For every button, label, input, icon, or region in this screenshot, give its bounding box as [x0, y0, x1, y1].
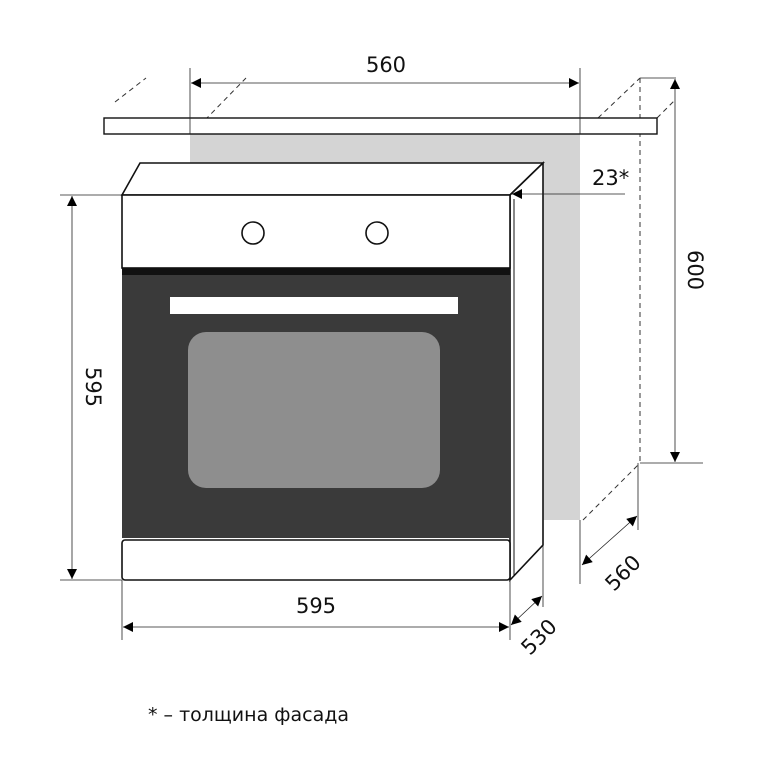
knob-right [365, 221, 389, 245]
label-oven-height: 595 [81, 367, 105, 407]
label-facade-thickness: 23* [592, 166, 629, 190]
door-window [188, 332, 440, 488]
bottom-drawer [121, 539, 511, 581]
label-oven-width: 595 [296, 594, 336, 618]
oven-side [509, 161, 544, 583]
oven-top [120, 162, 545, 196]
countertop [103, 117, 658, 135]
footnote: * – толщина фасада [148, 704, 349, 726]
label-niche-depth: 560 [600, 550, 645, 595]
control-panel [121, 194, 511, 269]
oven [120, 161, 545, 583]
label-niche-height: 600 [683, 250, 707, 290]
dim-line-niche-depth [581, 515, 638, 566]
label-niche-width: 560 [366, 53, 406, 77]
label-oven-depth: 530 [516, 614, 561, 659]
door-handle [170, 297, 458, 314]
knob-left [241, 221, 265, 245]
dim-line-oven-depth [510, 595, 543, 626]
